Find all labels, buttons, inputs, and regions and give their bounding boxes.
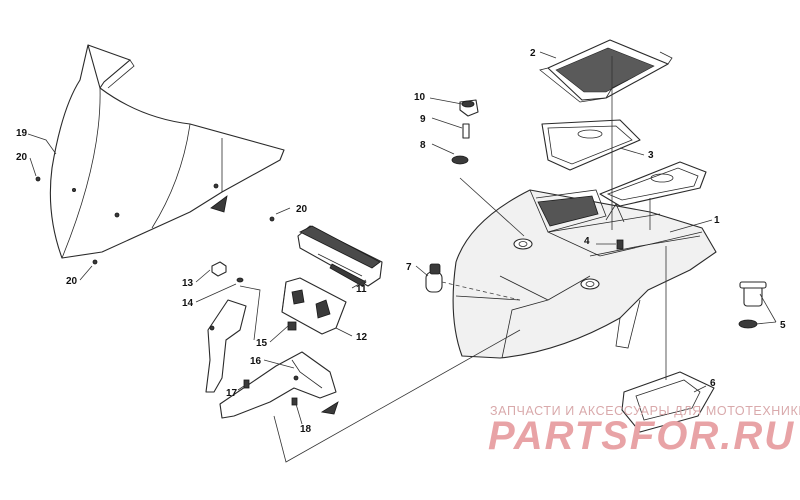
callout-2: 2 bbox=[530, 48, 536, 59]
callout-20-right: 20 bbox=[296, 204, 308, 215]
leader-lines bbox=[27, 51, 777, 463]
nut-13 bbox=[211, 261, 227, 277]
cover-6 bbox=[621, 371, 715, 433]
callout-19: 19 bbox=[16, 128, 28, 139]
display-unit bbox=[297, 225, 383, 287]
windshield bbox=[35, 44, 285, 265]
switch-7 bbox=[425, 263, 443, 293]
callout-14: 14 bbox=[182, 298, 194, 309]
grommet-bolt-4 bbox=[616, 239, 624, 250]
callout-17: 17 bbox=[226, 388, 238, 399]
callout-7: 7 bbox=[406, 262, 412, 273]
callout-11: 11 bbox=[356, 284, 367, 295]
screw-15 bbox=[287, 321, 297, 331]
callout-20-bottom: 20 bbox=[66, 276, 78, 287]
fuel-cap-5 bbox=[738, 281, 767, 329]
callout-3: 3 bbox=[648, 150, 654, 161]
watermark-tagline: ЗАПЧАСТИ И АКСЕССУАРЫ ДЛЯ МОТОТЕХНИКИ bbox=[490, 404, 800, 418]
callout-1: 1 bbox=[714, 215, 720, 226]
callout-labels: 19 20 20 20 2 3 1 4 5 6 7 8 9 10 11 12 1… bbox=[16, 48, 786, 435]
mesh-grille bbox=[539, 39, 673, 103]
steering-bracket bbox=[205, 299, 339, 419]
callout-18: 18 bbox=[300, 424, 312, 435]
callout-15: 15 bbox=[256, 338, 268, 349]
washer-14 bbox=[236, 277, 244, 283]
callout-10: 10 bbox=[414, 92, 426, 103]
callout-5: 5 bbox=[780, 320, 786, 331]
callout-9: 9 bbox=[420, 114, 426, 125]
watermark-brand: PARTSFOR.RU bbox=[488, 414, 796, 458]
callout-16: 16 bbox=[250, 356, 262, 367]
callout-13: 13 bbox=[182, 278, 194, 289]
vent-panels bbox=[541, 119, 707, 207]
knob-parts-8-9-10 bbox=[451, 99, 479, 165]
callout-4: 4 bbox=[584, 236, 590, 247]
callout-12: 12 bbox=[356, 332, 368, 343]
hood bbox=[452, 189, 717, 359]
callout-6: 6 bbox=[710, 378, 716, 389]
callout-20-top: 20 bbox=[16, 152, 28, 163]
callout-8: 8 bbox=[420, 140, 426, 151]
